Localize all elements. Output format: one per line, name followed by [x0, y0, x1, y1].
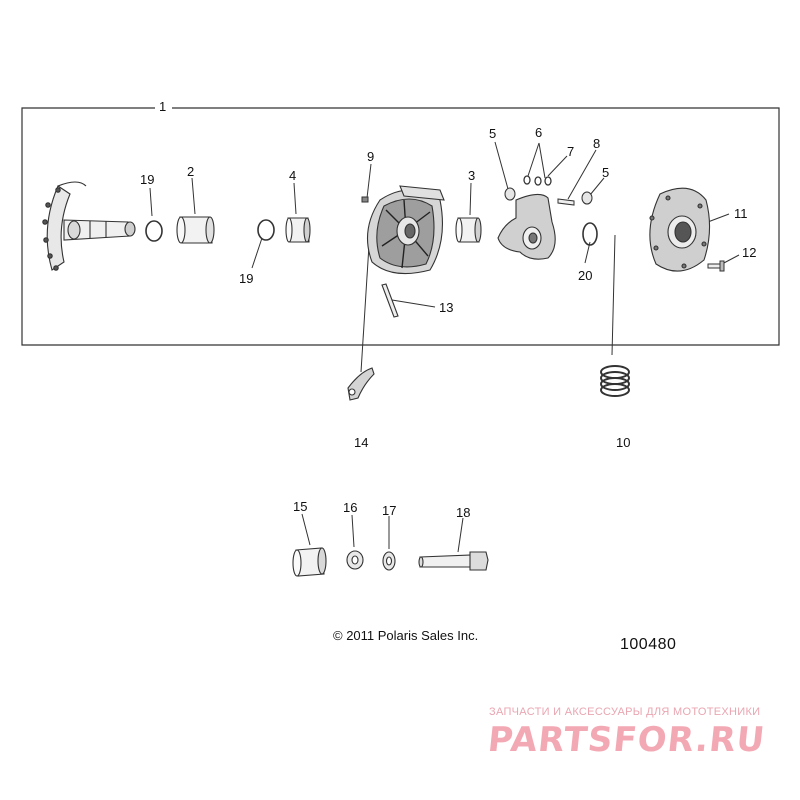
callout-19a: 19: [140, 172, 155, 187]
assembly-frame: [21, 107, 780, 346]
weight-14: [347, 367, 375, 401]
callout-18: 18: [456, 505, 471, 520]
callout-6: 6: [535, 125, 543, 140]
callout-2: 2: [187, 164, 195, 179]
fixed-sheave: [42, 181, 136, 271]
movable-sheave: [367, 185, 445, 275]
diagram-part-number: 100480: [620, 636, 677, 653]
callout-14: 14: [354, 435, 369, 450]
callout-13: 13: [439, 300, 454, 315]
callout-10: 10: [616, 435, 631, 450]
callout-1: 1: [159, 99, 167, 114]
washers-6: [523, 175, 552, 186]
leader-lines: [149, 141, 740, 553]
callout-11: 11: [734, 206, 748, 221]
cover-11: [649, 187, 711, 272]
watermark-tagline: ЗАПЧАСТИ И АКСЕССУАРЫ ДЛЯ МОТОТЕХНИКИ: [489, 706, 761, 718]
ring-19b: [257, 219, 275, 241]
roller-5b: [581, 191, 593, 205]
bushing-2: [176, 216, 215, 244]
callout-19b: 19: [239, 271, 254, 286]
callout-5a: 5: [489, 126, 497, 141]
callout-3: 3: [468, 168, 476, 183]
bushing-4: [285, 217, 311, 243]
watermark-logo: PARTSFOR.RU: [485, 720, 768, 760]
bushing-3: [455, 217, 482, 243]
washer-17: [382, 551, 396, 571]
spider: [497, 193, 556, 260]
spring-10: [600, 365, 630, 397]
callout-16: 16: [343, 500, 358, 515]
washer-16: [346, 550, 364, 570]
roller-5a: [504, 187, 516, 201]
callout-5b: 5: [602, 165, 610, 180]
callout-8: 8: [593, 136, 601, 151]
callout-9: 9: [367, 149, 375, 164]
callout-4: 4: [289, 168, 297, 183]
screw-9: [361, 196, 369, 203]
callout-15: 15: [293, 499, 308, 514]
copyright-notice: © 2011 Polaris Sales Inc.: [333, 628, 479, 643]
bolt-18: [418, 551, 489, 571]
callout-20: 20: [578, 268, 593, 283]
ring-20: [582, 222, 598, 246]
pin-13: [381, 283, 399, 318]
bolt-12: [707, 260, 725, 272]
callout-12: 12: [742, 245, 757, 260]
ring-19a: [145, 220, 163, 242]
bushing-15: [292, 547, 327, 577]
pin-8: [557, 198, 575, 206]
callout-7: 7: [567, 144, 575, 159]
callout-17: 17: [382, 503, 397, 518]
